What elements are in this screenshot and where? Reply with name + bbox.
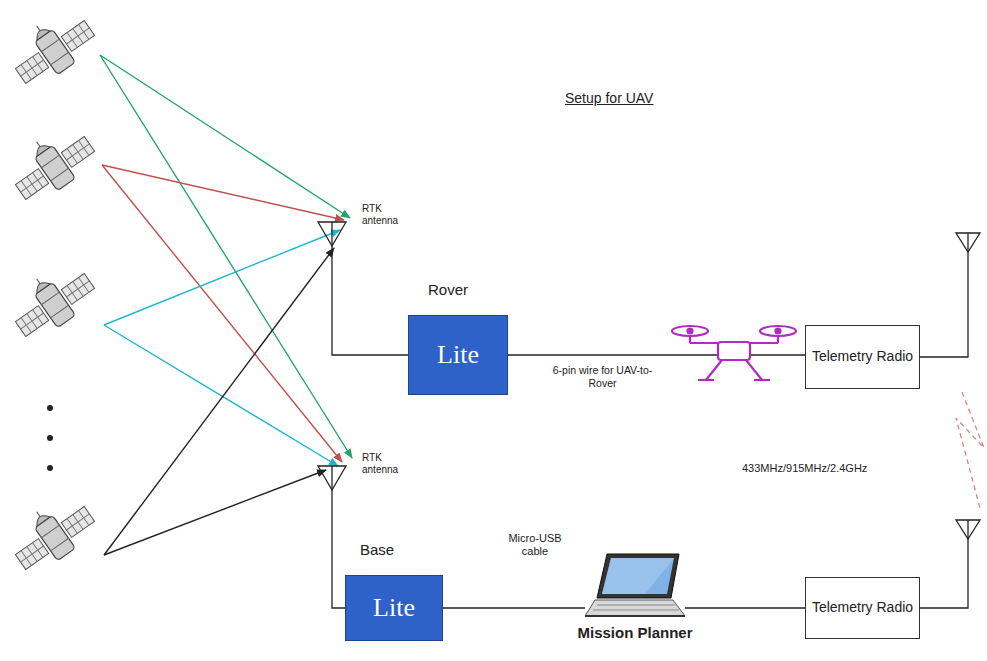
laptop-node: Mission Planner xyxy=(570,552,700,641)
connector-label: 6-pin wire for UAV-to-Rover xyxy=(545,364,660,389)
annotation-label: RTK antenna xyxy=(362,203,414,227)
telemetry-radio-box: Telemetry Radio xyxy=(805,325,920,389)
receiver-module: Lite xyxy=(345,575,443,641)
laptop-icon xyxy=(585,552,685,618)
radio-name: Telemetry Radio xyxy=(812,599,913,617)
radio-name: Telemetry Radio xyxy=(812,348,913,366)
module-name: Lite xyxy=(373,593,415,623)
connector-wire xyxy=(685,607,805,608)
connector-wire xyxy=(443,607,585,608)
receiver-box: RoverLite xyxy=(408,280,508,395)
connector-label: Micro-USB cable xyxy=(500,532,570,558)
annotation-label: 433MHz/915MHz/2.4GHz xyxy=(742,462,892,475)
box-heading: Base xyxy=(360,540,443,560)
receiver-box: BaseLite xyxy=(345,540,443,641)
receiver-module: Lite xyxy=(408,315,508,395)
diagram-title: Setup for UAV xyxy=(565,90,653,106)
connector-wire xyxy=(508,354,805,355)
telemetry-radio-box: Telemetry Radio xyxy=(805,577,920,639)
module-name: Lite xyxy=(437,340,479,370)
laptop-label: Mission Planner xyxy=(570,624,700,641)
box-heading: Rover xyxy=(428,280,508,300)
annotation-label: RTK antenna xyxy=(362,452,414,476)
